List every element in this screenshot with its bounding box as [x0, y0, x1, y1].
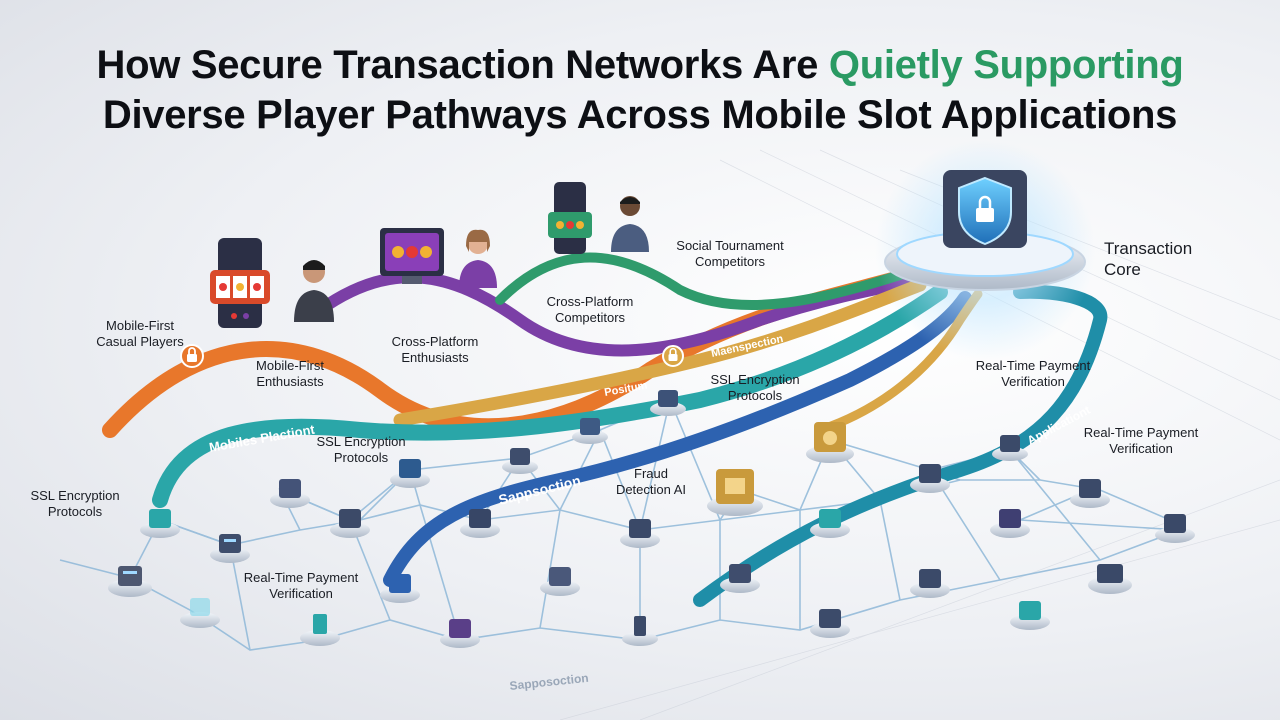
label-mobile-first-enthusiasts: Mobile-First Enthusiasts — [230, 358, 350, 390]
slot-machine-icon — [380, 228, 444, 284]
server-node-icon — [108, 566, 152, 597]
label-text: Fraud Detection AI — [615, 466, 687, 497]
server-node-icon — [1010, 601, 1050, 630]
label-transaction-core: Transaction Core — [1104, 238, 1224, 280]
server-node-icon — [210, 534, 250, 563]
label-ssl-encryption-1: SSL Encryption Protocols — [690, 372, 820, 404]
shield-lock-icon — [958, 176, 1012, 246]
page-title: How Secure Transaction Networks Are Quie… — [0, 40, 1280, 140]
title-line2: Diverse Player Pathways Across Mobile Sl… — [102, 93, 1178, 137]
server-node-icon — [620, 519, 660, 548]
label-text: Mobile-First Enthusiasts — [256, 358, 324, 389]
server-nodes — [108, 390, 1195, 648]
server-node-icon — [720, 564, 760, 593]
server-node-icon — [540, 567, 580, 596]
label-cross-platform-competitors: Cross-Platform Competitors — [525, 294, 655, 326]
server-node-icon — [460, 509, 500, 538]
label-ssl-encryption-2: SSL Encryption Protocols — [296, 434, 426, 466]
label-text: Cross-Platform Enthusiasts — [391, 334, 479, 365]
label-fraud-detection: Fraud Detection AI — [596, 466, 706, 498]
label-social-tournament: Social Tournament Competitors — [655, 238, 805, 270]
label-text: SSL Encryption Protocols — [30, 488, 120, 519]
server-node-icon — [810, 509, 850, 538]
server-node-icon — [380, 574, 420, 603]
label-realtime-payment-3: Real-Time Payment Verification — [226, 570, 376, 602]
player-avatar-icon — [459, 229, 497, 288]
player-avatar-icon — [294, 260, 334, 322]
label-text: Transaction Core — [1104, 239, 1193, 279]
server-node-icon — [622, 616, 658, 646]
label-text: Real-Time Payment Verification — [243, 570, 359, 601]
label-text: Cross-Platform Competitors — [546, 294, 634, 325]
label-text: SSL Encryption Protocols — [316, 434, 406, 465]
server-node-icon — [270, 479, 310, 508]
padlock-icon — [662, 345, 684, 367]
server-node-icon — [140, 509, 180, 538]
label-realtime-payment-2: Real-Time Payment Verification — [1066, 425, 1216, 457]
slot-machine-icon — [210, 238, 270, 328]
server-node-icon — [180, 598, 220, 628]
title-line1-accent: Quietly Supporting — [828, 43, 1184, 87]
player-avatar-icon — [611, 196, 649, 252]
label-realtime-payment-1: Real-Time Payment Verification — [958, 358, 1108, 390]
label-text: Social Tournament Competitors — [676, 238, 784, 269]
label-text: Mobile-First Casual Players — [96, 318, 184, 349]
server-node-icon — [910, 464, 950, 493]
server-node-icon — [990, 509, 1030, 538]
title-line1-prefix: How Secure Transaction Networks Are — [96, 43, 829, 87]
server-node-icon — [1070, 479, 1110, 508]
label-text: SSL Encryption Protocols — [710, 372, 800, 403]
server-node-icon — [1155, 514, 1195, 543]
server-node-icon — [1088, 564, 1132, 594]
server-node-icon — [910, 569, 950, 598]
pathway-teal — [152, 284, 948, 508]
server-node-icon — [810, 609, 850, 638]
label-text: Real-Time Payment Verification — [975, 358, 1091, 389]
transaction-core — [875, 140, 1095, 360]
pathway-blue — [383, 291, 972, 587]
server-node-icon — [300, 614, 340, 646]
fraud-ai-cube-icon — [707, 469, 763, 516]
pathway-gold — [393, 278, 927, 427]
label-ssl-encryption-3: SSL Encryption Protocols — [10, 488, 140, 520]
band-sapposection-bottom: Sapposoction — [509, 671, 589, 693]
server-node-icon — [390, 459, 430, 488]
label-mobile-first-casual: Mobile-First Casual Players — [70, 318, 210, 350]
server-node-icon — [330, 509, 370, 538]
server-node-icon — [992, 435, 1028, 461]
band-sappsection: Sappsoction — [497, 472, 582, 508]
server-node-icon — [650, 390, 686, 416]
label-text: Real-Time Payment Verification — [1083, 425, 1199, 456]
slot-machine-icon — [548, 182, 592, 254]
server-node-icon — [440, 619, 480, 648]
server-node-icon — [502, 448, 538, 474]
padlock-icon — [180, 344, 204, 368]
label-cross-platform-enthusiasts: Cross-Platform Enthusiasts — [370, 334, 500, 366]
verification-cube-icon — [806, 422, 854, 463]
pathway-green — [495, 252, 905, 311]
server-node-icon — [572, 418, 608, 444]
